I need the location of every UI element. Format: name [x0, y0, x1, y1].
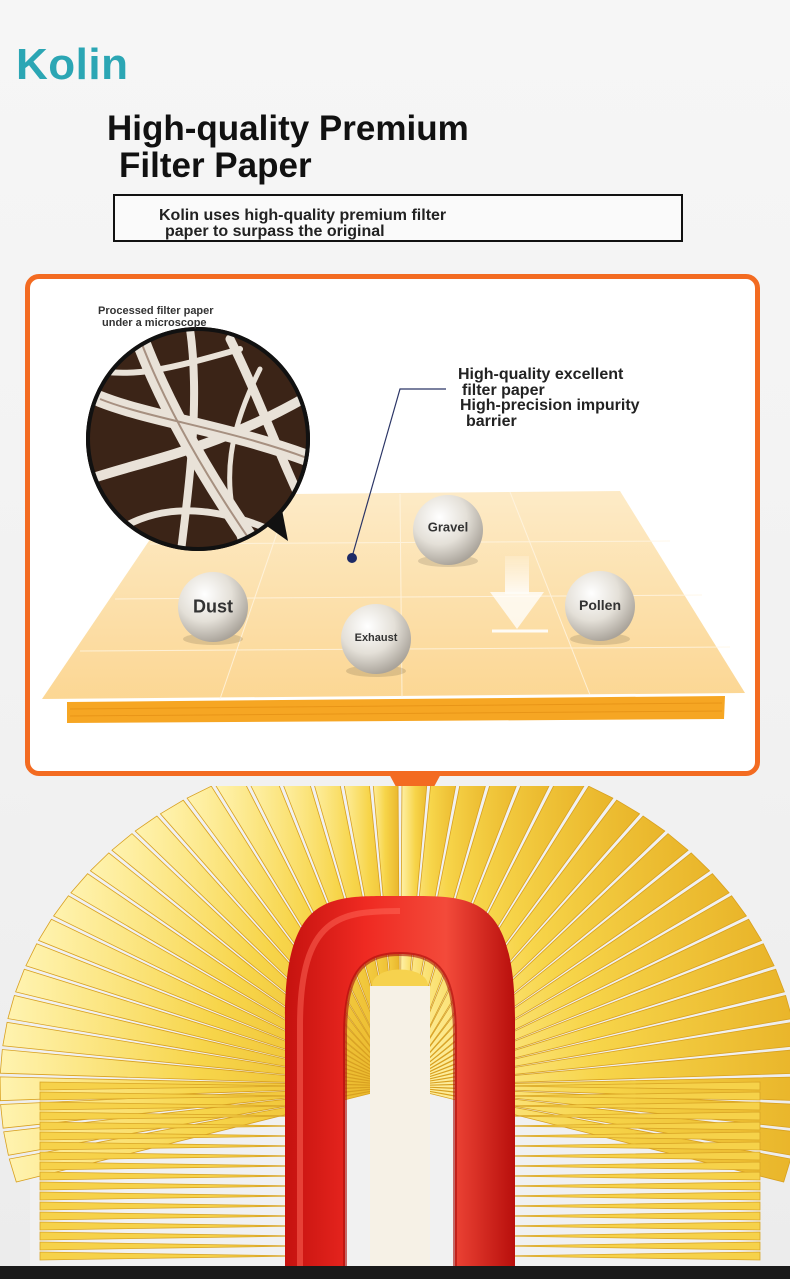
ball-label-gravel: Gravel — [427, 519, 469, 535]
filter-pleat — [39, 1091, 301, 1101]
ball-gravel — [413, 495, 483, 567]
quality-label-line-3: High-precision impurity — [460, 397, 640, 414]
callout-line — [351, 388, 446, 558]
filter-pleat — [39, 1241, 301, 1251]
microscope-image — [86, 327, 310, 551]
filter-pleat — [39, 1151, 301, 1161]
filter-pleat — [499, 1111, 761, 1121]
ball-exhaust — [341, 604, 411, 677]
subtitle-text: Kolin uses high-quality premium filter p… — [159, 208, 446, 240]
filter-pleat — [499, 1161, 761, 1171]
ball-label-exhaust: Exhaust — [354, 632, 398, 644]
subtitle-line-2: paper to surpass the original — [165, 223, 385, 240]
brand-logo: Kolin — [16, 40, 129, 89]
filter-pleat — [39, 1211, 301, 1221]
callout-dot — [347, 553, 357, 563]
filter-pleat — [39, 1251, 301, 1261]
filter-pleat — [499, 1201, 761, 1211]
filter-product-photo — [0, 786, 790, 1266]
quality-label-line-4: barrier — [466, 413, 517, 430]
headline-line-2: Filter Paper — [119, 146, 312, 185]
quality-label-line-1: High-quality excellent — [458, 366, 624, 383]
microscope-label-line-1: Processed filter paper — [98, 305, 214, 317]
filter-pleat — [499, 1251, 761, 1261]
filter-pleat — [399, 1022, 790, 1087]
microscope-label-line-2: under a microscope — [102, 317, 207, 329]
filter-pleat — [499, 1221, 761, 1231]
filter-pleat — [499, 1131, 761, 1141]
filter-paper-edge — [67, 696, 725, 723]
bottom-bar — [0, 1266, 790, 1279]
filter-pleat — [499, 1181, 761, 1191]
filter-diagram-illustration — [42, 327, 745, 723]
filter-pleat — [499, 1241, 761, 1251]
filter-pleat — [499, 1211, 761, 1221]
red-handle — [285, 895, 515, 1266]
filter-pleat — [499, 1081, 761, 1091]
ball-dust — [178, 572, 248, 645]
filter-pleats — [0, 786, 790, 1261]
filter-pleat — [39, 1221, 301, 1231]
filter-pleat — [39, 1101, 301, 1111]
subtitle-line-1: Kolin uses high-quality premium filter — [159, 207, 447, 224]
subtitle-box: Kolin uses high-quality premium filter p… — [113, 194, 683, 242]
filter-pleat — [39, 1171, 301, 1181]
ball-label-pollen: Pollen — [578, 597, 622, 613]
filter-pleat — [39, 1121, 301, 1131]
down-arrow-icon — [490, 556, 548, 633]
filter-pleat — [499, 1121, 761, 1131]
filter-pleat — [39, 1201, 301, 1211]
filter-pleat — [39, 1191, 301, 1201]
filter-pleat — [399, 1049, 790, 1087]
headline-line-1: High-quality Premium — [107, 109, 469, 148]
filter-pleat — [39, 1181, 301, 1191]
ball-pollen — [565, 571, 635, 645]
page-headline: High-quality Premium Filter Paper — [107, 110, 627, 184]
ball-label-dust: Dust — [193, 596, 233, 617]
filter-pleat — [499, 1101, 761, 1111]
filter-pleat — [39, 1161, 301, 1171]
filter-pleat — [39, 1111, 301, 1121]
filter-pleat — [39, 1131, 301, 1141]
filter-diagram-panel: Processed filter paper under a microscop… — [25, 274, 760, 776]
filter-pleat — [39, 1231, 301, 1241]
filter-pleat — [499, 1171, 761, 1181]
filter-pleat — [39, 1141, 301, 1151]
quality-label: High-quality excellent filter paper High… — [458, 367, 640, 430]
filter-pleat — [499, 1141, 761, 1151]
filter-pleat — [499, 1231, 761, 1241]
filter-pleat — [499, 1151, 761, 1161]
microscope-label: Processed filter paper under a microscop… — [98, 305, 214, 329]
filter-pleat — [39, 1081, 301, 1091]
quality-label-line-2: filter paper — [462, 382, 545, 399]
filter-pleat — [499, 1191, 761, 1201]
filter-pleat — [499, 1091, 761, 1101]
